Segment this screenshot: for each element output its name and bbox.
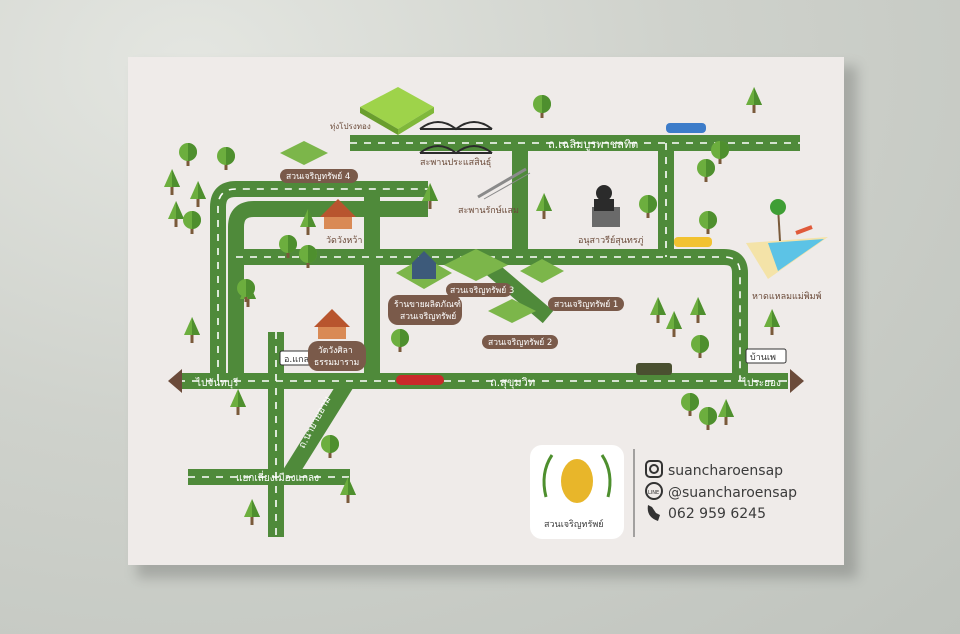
arrow-east-icon xyxy=(790,369,804,393)
line-handle[interactable]: @suancharoensap xyxy=(668,485,797,501)
beach-icon xyxy=(746,199,828,279)
garden-label-1: สวนเจริญทรัพย์ 1 xyxy=(554,299,618,310)
instagram-handle[interactable]: suancharoensap xyxy=(668,463,783,479)
road-label-chaloem: ถ.เฉลิมบูรพาชลทิต xyxy=(548,138,638,151)
place-label-bridge2: สะพานรักษ์แสม xyxy=(458,204,519,216)
rice-field-icon xyxy=(360,87,434,135)
phone-number[interactable]: 062 959 6245 xyxy=(668,506,766,522)
bridge-icon xyxy=(419,121,493,155)
place-label-beach: หาดแหลมแม่พิมพ์ xyxy=(752,290,822,302)
road-dashes xyxy=(178,142,800,537)
temple-wang-wa-icon xyxy=(320,199,356,229)
place-label-thung-prong: ทุ่งโปรงทอง xyxy=(330,121,371,131)
place-label-bridge1: สะพานประแสสินธุ์ xyxy=(420,156,491,168)
shop-house-icon xyxy=(396,251,452,289)
shop-label: ร้านขายผลิตภัณฑ์สวนเจริญทรัพย์ xyxy=(394,299,461,322)
monument-icon xyxy=(592,185,620,227)
map-canvas: ถ.เฉลิมบูรพาชลทิต ถ.สุขุมวิท ถ.นายายอาม … xyxy=(164,87,828,539)
junction-label: แยกเลี่ยงเมืองแกลง xyxy=(236,470,319,484)
instagram-icon xyxy=(645,460,663,478)
road-nayai-diag xyxy=(281,376,355,482)
direction-west-label: ไปจันทบุรี xyxy=(195,377,239,389)
phone-icon xyxy=(647,505,660,521)
map-poster: ถ.เฉลิมบูรพาชลทิต ถ.สุขุมวิท ถ.นายายอาม … xyxy=(128,57,844,565)
line-icon: LINE xyxy=(645,482,663,500)
place-label-monument: อนุสาวรีย์สุนทรภู่ xyxy=(578,234,644,246)
brand-logo: สวนเจริญทรัพย์ xyxy=(530,445,624,539)
bridge-rak-saem-icon xyxy=(477,167,531,200)
garden-label-2: สวนเจริญทรัพย์ 2 xyxy=(488,337,552,348)
road-inner-west xyxy=(228,201,428,381)
garden-label-3: สวนเจริญทรัพย์ 3 xyxy=(450,285,514,296)
svg-text:LINE: LINE xyxy=(648,490,659,496)
car-icons xyxy=(396,123,712,385)
brand-name: สวนเจริญทรัพย์ xyxy=(544,518,604,530)
road-central xyxy=(236,249,748,381)
temple-wang-sila-icon xyxy=(314,309,350,339)
direction-east-label: ไประยอง xyxy=(741,377,781,389)
garden-plot-icons xyxy=(280,141,564,323)
place-label-ban-phe: บ้านเพ xyxy=(750,352,776,363)
wat-wang-sila-label: วัดวังศิลาธรรมมาราม xyxy=(314,346,359,368)
place-label-amphoe: อ.แกลง xyxy=(284,355,313,365)
road-label-sukhumvit: ถ.สุขุมวิท xyxy=(490,376,535,389)
garden-label-4: สวนเจริญทรัพย์ 4 xyxy=(286,171,350,182)
arrow-west-icon xyxy=(168,369,182,393)
place-label-wat-wang-wa: วัดวังหว้า xyxy=(326,235,362,246)
